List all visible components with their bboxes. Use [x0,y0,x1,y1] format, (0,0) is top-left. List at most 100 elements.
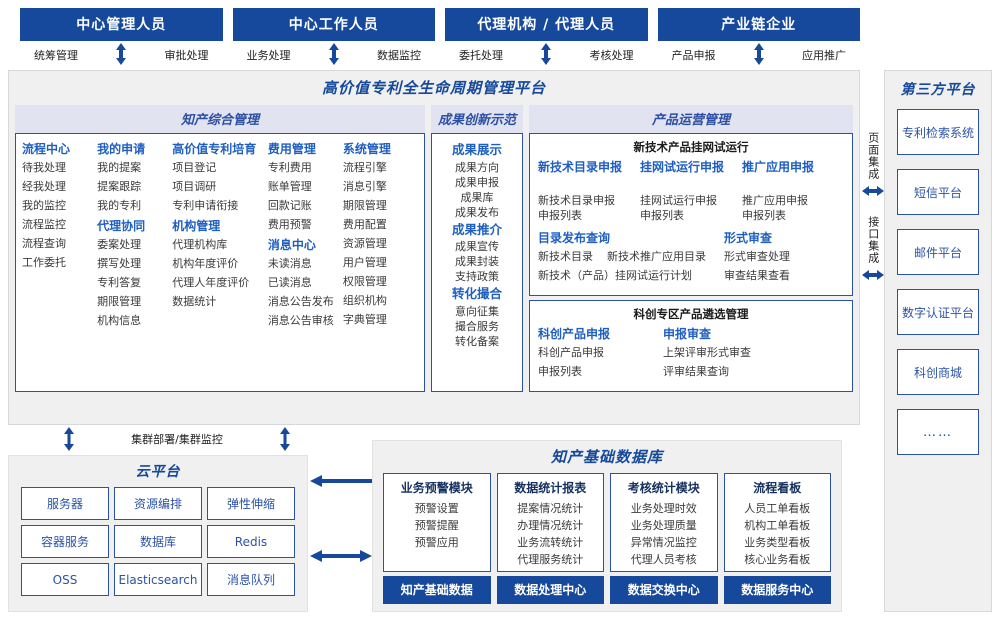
menu-item[interactable]: 用户管理 [342,256,387,269]
menu-item[interactable]: 我的专利 [97,199,142,212]
cloud-item-8[interactable]: 消息队列 [207,563,295,596]
menu-item[interactable]: 专利申请衔接 [172,199,239,212]
menu-item[interactable]: 支持政策 [455,270,499,284]
menu-item[interactable]: 新技术（产品）挂网试运行计划 [538,269,692,282]
menu-item[interactable]: 审查结果查看 [724,269,790,282]
menu-item[interactable]: 形式审查处理 [724,250,790,263]
menu-item[interactable]: 上架评审形式审查 [663,346,751,359]
menu-item[interactable]: 消息公告审核 [267,314,334,327]
menu-item[interactable]: 申报列表 [538,209,582,222]
menu-item[interactable]: 新技术目录 [538,250,593,263]
menu-item[interactable]: 申报列表 [742,209,786,222]
database-card-item[interactable]: 代理人员考核 [630,553,697,567]
cloud-item-0[interactable]: 服务器 [21,487,109,520]
menu-item[interactable]: 资源管理 [342,237,387,250]
menu-item[interactable]: 我的监控 [22,199,66,212]
cloud-item-1[interactable]: 资源编排 [114,487,202,520]
database-footer[interactable]: 知产基础数据 [383,576,491,604]
menu-item[interactable]: 消息引擎 [342,180,387,193]
cloud-item-7[interactable]: Elasticsearch [114,563,202,596]
menu-item[interactable]: 项目调研 [172,180,217,193]
menu-item[interactable]: 机构年度评价 [172,257,239,270]
menu-item[interactable]: 专利答复 [97,276,142,289]
database-footer[interactable]: 数据服务中心 [723,576,831,604]
menu-item[interactable]: 权限管理 [342,275,387,288]
role-title-2[interactable]: 代理机构 / 代理人员 [445,8,648,41]
menu-item[interactable]: 待我处理 [22,161,66,174]
menu-item[interactable]: 工作委托 [22,256,66,269]
role-title-0[interactable]: 中心管理人员 [20,8,223,41]
database-card-item[interactable]: 预警设置 [414,502,459,515]
menu-item[interactable]: 组织机构 [342,294,387,307]
menu-item[interactable]: 撰写处理 [97,257,142,270]
third-party-item-3[interactable]: 数字认证平台 [897,289,979,335]
cloud-item-5[interactable]: Redis [207,525,295,558]
database-card-item[interactable]: 业务处理质量 [630,519,697,533]
menu-item[interactable]: 意向征集 [455,304,499,318]
menu-item[interactable]: 挂网试运行申报 [640,194,717,207]
menu-item[interactable]: 账单管理 [267,180,312,193]
third-party-item-5[interactable]: …… [897,409,979,455]
menu-item[interactable]: 期限管理 [97,295,142,308]
menu-item[interactable]: 我的提案 [97,161,142,174]
menu-item[interactable]: 项目登记 [172,161,217,174]
role-title-3[interactable]: 产业链企业 [657,8,860,41]
menu-item[interactable]: 申报列表 [640,209,684,222]
database-card-item[interactable]: 人员工单看板 [744,502,811,515]
cloud-item-3[interactable]: 容器服务 [21,525,109,558]
menu-item[interactable]: 新技术目录申报 [538,194,615,207]
menu-item[interactable]: 已读消息 [267,276,312,289]
database-card-item[interactable]: 业务流转统计 [517,536,584,550]
cloud-item-2[interactable]: 弹性伸缩 [207,487,295,520]
database-card-item[interactable]: 代理服务统计 [517,553,584,567]
menu-item[interactable]: 提案跟踪 [97,180,142,193]
database-card-item[interactable]: 预警提醒 [414,519,459,533]
menu-item[interactable]: 推广应用申报 [742,194,808,207]
database-card-item[interactable]: 机构工单看板 [744,519,811,533]
menu-item[interactable]: 评审结果查询 [663,365,729,378]
menu-item[interactable]: 流程引擎 [342,161,387,174]
menu-item[interactable]: 成果宣传 [455,240,499,254]
database-card-item[interactable]: 异常情况监控 [630,536,697,550]
third-party-item-1[interactable]: 短信平台 [897,169,979,215]
menu-item[interactable]: 未读消息 [267,257,312,270]
menu-item[interactable]: 流程查询 [22,237,66,250]
database-footer[interactable]: 数据处理中心 [496,576,604,604]
menu-item[interactable]: 专利费用 [267,161,312,174]
menu-item[interactable]: 经我处理 [22,180,66,193]
menu-item[interactable]: 消息公告发布 [267,295,334,308]
menu-item[interactable]: 申报列表 [538,365,582,378]
menu-item[interactable]: 成果申报 [455,175,499,189]
menu-item[interactable]: 回款记账 [267,199,312,212]
cloud-item-6[interactable]: OSS [21,563,109,596]
menu-item[interactable]: 成果库 [460,190,494,204]
database-card-item[interactable]: 预警应用 [414,536,459,550]
third-party-item-4[interactable]: 科创商城 [897,349,979,395]
database-card-item[interactable]: 提案情况统计 [517,502,584,515]
menu-item[interactable]: 字典管理 [342,313,387,326]
menu-item[interactable]: 科创产品申报 [538,346,604,359]
menu-item[interactable]: 撮合服务 [455,319,499,333]
menu-item[interactable]: 成果方向 [455,160,499,174]
menu-item[interactable]: 成果封装 [455,255,499,269]
menu-item[interactable]: 费用配置 [342,218,387,231]
third-party-item-2[interactable]: 邮件平台 [897,229,979,275]
cloud-item-4[interactable]: 数据库 [114,525,202,558]
database-card-item[interactable]: 业务处理时效 [630,502,697,515]
database-card-item[interactable]: 业务类型看板 [744,536,811,550]
menu-item[interactable]: 机构信息 [97,314,142,327]
menu-item[interactable]: 转化备案 [455,334,499,348]
menu-item[interactable]: 数据统计 [172,295,217,308]
menu-item[interactable]: 流程监控 [22,218,66,231]
menu-item[interactable]: 成果发布 [455,205,499,219]
menu-item[interactable]: 新技术推广应用目录 [607,250,706,263]
menu-item[interactable]: 期限管理 [342,199,387,212]
role-title-1[interactable]: 中心工作人员 [232,8,435,41]
database-card-item[interactable]: 办理情况统计 [517,519,584,533]
database-card-item[interactable]: 核心业务看板 [744,553,811,567]
menu-item[interactable]: 代理人年度评价 [172,276,250,289]
menu-item[interactable]: 委案处理 [97,238,142,251]
menu-item[interactable]: 代理机构库 [172,238,228,251]
database-footer[interactable]: 数据交换中心 [610,576,718,604]
third-party-item-0[interactable]: 专利检索系统 [897,109,979,155]
